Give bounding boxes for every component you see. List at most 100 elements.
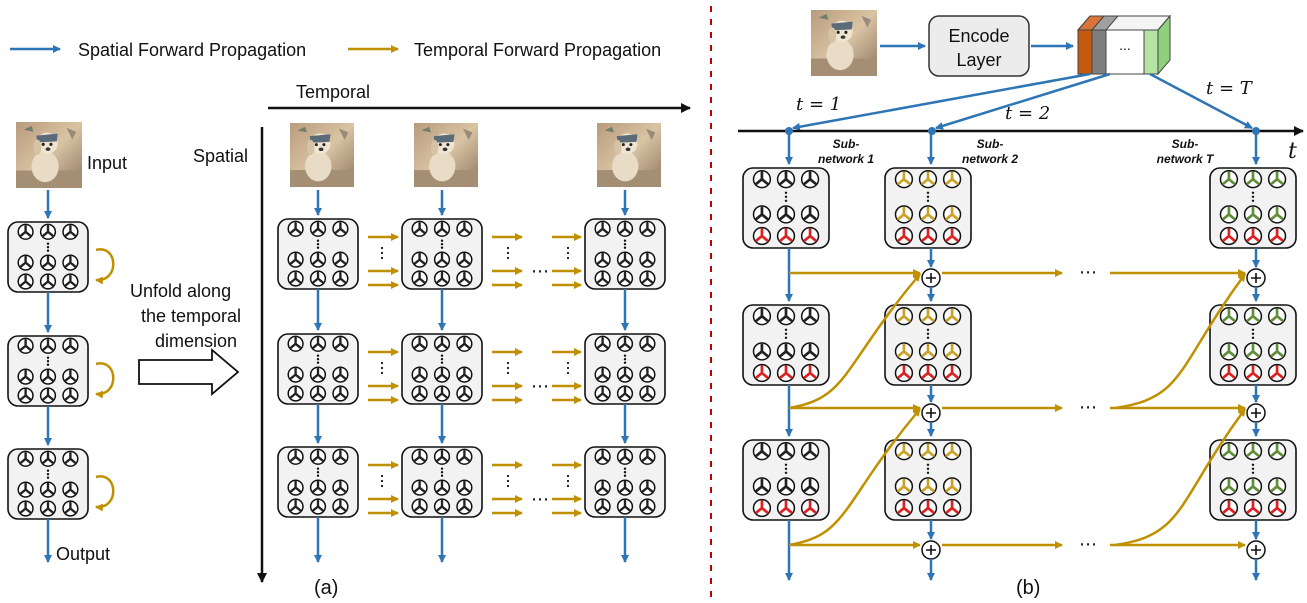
neuron-icon — [17, 450, 34, 467]
neuron-icon — [39, 368, 57, 385]
neuron-icon — [433, 498, 451, 515]
neuron-icon — [332, 385, 349, 402]
neuron-icon — [1267, 307, 1287, 326]
neuron-icon — [942, 498, 962, 518]
unfold-text-2: the temporal — [141, 306, 241, 326]
encode-to-t1-arrow — [792, 72, 1091, 131]
input-label: Input — [87, 153, 127, 173]
neuron-icon — [1267, 442, 1287, 461]
neuron-icon — [894, 442, 914, 461]
neuron-icon — [1243, 363, 1263, 383]
neuron-icon — [1267, 477, 1287, 496]
neuron-icon — [17, 337, 34, 354]
neuron-icon — [62, 450, 79, 467]
neuron-icon — [616, 366, 634, 383]
temporal-axis-label: Temporal — [296, 82, 370, 102]
sum-node-icon — [1246, 403, 1266, 423]
neuron-icon — [287, 270, 304, 287]
neuron-icon — [411, 479, 428, 496]
neuron-icon — [639, 220, 656, 237]
neuron-block — [7, 448, 89, 520]
neuron-icon — [594, 366, 611, 383]
unfold-text-3: dimension — [155, 331, 237, 351]
neuron-icon — [616, 498, 634, 515]
sum-node-icon — [1246, 268, 1266, 288]
neuron-icon — [411, 366, 428, 383]
neuron-icon — [1219, 226, 1239, 246]
neuron-block — [584, 218, 666, 290]
neuron-icon — [800, 342, 820, 361]
neuron-icon — [616, 448, 634, 465]
neuron-icon — [1219, 342, 1239, 361]
neuron-icon — [1219, 477, 1239, 496]
subnetT-label-1: Sub- — [1172, 137, 1199, 151]
neuron-icon — [894, 342, 914, 361]
neuron-icon — [62, 254, 79, 271]
neuron-icon — [918, 342, 938, 361]
neuron-icon — [639, 448, 656, 465]
neuron-icon — [752, 170, 772, 189]
neuron-icon — [1243, 442, 1263, 461]
neuron-icon — [1267, 363, 1287, 383]
neuron-icon — [411, 220, 428, 237]
neuron-icon — [594, 270, 611, 287]
neuron-block — [1209, 304, 1297, 386]
neuron-icon — [456, 479, 473, 496]
neuron-icon — [433, 385, 451, 402]
svg-text:...: ... — [1119, 37, 1131, 53]
neuron-icon — [752, 442, 772, 461]
neuron-icon — [616, 270, 634, 287]
neuron-icon — [942, 226, 962, 246]
neuron-icon — [39, 500, 57, 517]
ellipsis: ⋯ — [1079, 534, 1097, 554]
neuron-block — [1209, 439, 1297, 521]
encode-layer-label-2: Layer — [956, 50, 1001, 70]
neuron-icon — [62, 273, 79, 290]
neuron-icon — [309, 366, 327, 383]
ellipsis: ⋯ — [531, 376, 549, 396]
neuron-icon — [918, 307, 938, 326]
neuron-icon — [456, 498, 473, 515]
ellipsis: ⋯ — [531, 261, 549, 281]
neuron-block — [742, 167, 830, 249]
neuron-icon — [776, 442, 796, 461]
neuron-icon — [456, 385, 473, 402]
neuron-icon — [287, 385, 304, 402]
neuron-icon — [39, 273, 57, 290]
neuron-icon — [433, 366, 451, 383]
neuron-icon — [894, 363, 914, 383]
time-axis-label: t — [1288, 139, 1297, 164]
neuron-icon — [639, 335, 656, 352]
neuron-block — [277, 333, 359, 405]
caption-b: (b) — [1016, 577, 1040, 599]
neuron-icon — [894, 498, 914, 518]
neuron-icon — [942, 477, 962, 496]
neuron-icon — [918, 442, 938, 461]
neuron-icon — [456, 448, 473, 465]
panel-b: Encode Layer ... t = 1 t = 2 t = T t Su — [738, 10, 1304, 599]
temporal-skip-arrow — [1114, 273, 1247, 410]
neuron-icon — [752, 307, 772, 326]
neuron-icon — [456, 335, 473, 352]
neuron-icon — [433, 335, 451, 352]
recurrent-loop-arrow — [95, 248, 115, 285]
neuron-icon — [17, 368, 34, 385]
neuron-icon — [17, 500, 34, 517]
neuron-icon — [456, 366, 473, 383]
neuron-icon — [776, 307, 796, 326]
neuron-icon — [39, 450, 57, 467]
neuron-icon — [894, 226, 914, 246]
neuron-icon — [776, 498, 796, 518]
spatial-axis-label: Spatial — [193, 146, 248, 166]
neuron-icon — [17, 223, 34, 240]
neuron-icon — [62, 368, 79, 385]
neuron-icon — [800, 363, 820, 383]
neuron-icon — [287, 366, 304, 383]
neuron-icon — [639, 479, 656, 496]
recurrent-loop-arrow — [95, 475, 115, 512]
neuron-icon — [332, 220, 349, 237]
neuron-block — [884, 167, 972, 249]
neuron-icon — [411, 251, 428, 268]
neuron-icon — [1219, 307, 1239, 326]
neuron-icon — [39, 387, 57, 404]
